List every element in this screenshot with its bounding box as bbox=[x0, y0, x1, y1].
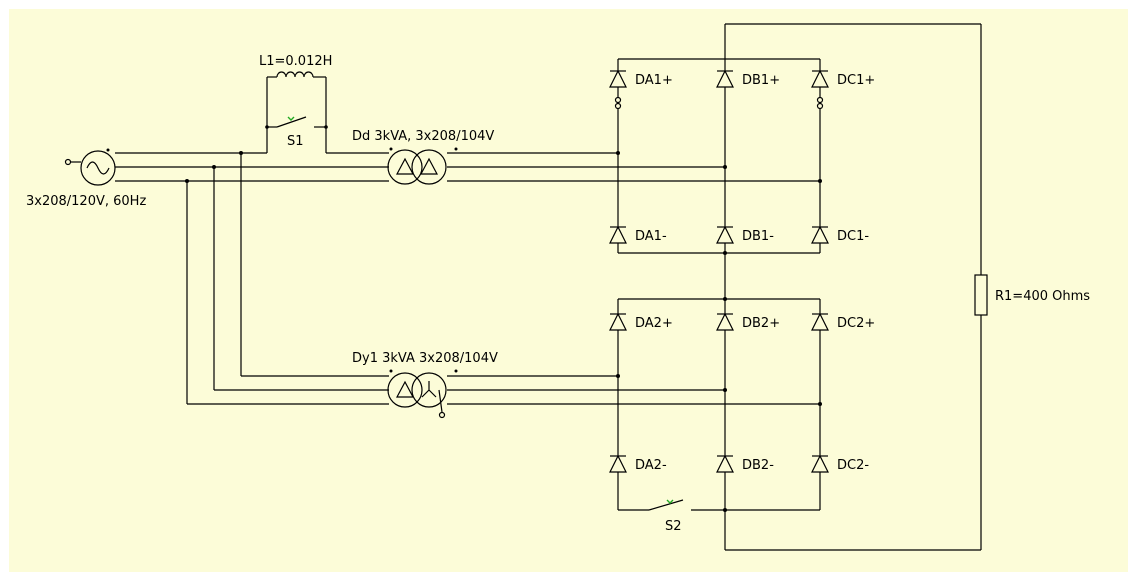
diode-dc2-minus[interactable]: DC2- bbox=[811, 454, 869, 473]
diode-icon bbox=[716, 312, 734, 331]
diode-icon bbox=[716, 454, 734, 473]
diode-label: DC1- bbox=[837, 229, 869, 244]
diode-icon bbox=[609, 312, 627, 331]
resistor-icon bbox=[974, 274, 988, 316]
diode-da1-minus[interactable]: DA1- bbox=[609, 225, 667, 244]
diode-icon bbox=[811, 69, 829, 88]
diode-label: DB2- bbox=[742, 458, 774, 473]
diode-icon bbox=[811, 312, 829, 331]
diode-db2-plus[interactable]: DB2+ bbox=[716, 312, 780, 331]
inductor-label: L1=0.012H bbox=[259, 54, 332, 69]
ac-source-icon bbox=[80, 150, 116, 186]
switch-s2[interactable] bbox=[618, 499, 725, 511]
diode-icon bbox=[609, 225, 627, 244]
transformer-dy1-label: Dy1 3kVA 3x208/104V bbox=[352, 351, 498, 366]
diode-icon bbox=[716, 225, 734, 244]
diode-db2-minus[interactable]: DB2- bbox=[716, 454, 774, 473]
diode-db1-plus[interactable]: DB1+ bbox=[716, 69, 780, 88]
secondary-lines bbox=[447, 151, 822, 406]
transformer-dd[interactable] bbox=[387, 147, 458, 185]
diode-icon bbox=[609, 69, 627, 88]
diode-label: DA1+ bbox=[635, 73, 673, 88]
diode-label: DA2- bbox=[635, 458, 667, 473]
switch-s1[interactable] bbox=[265, 116, 389, 154]
diode-label: DA2+ bbox=[635, 316, 673, 331]
source-label: 3x208/120V, 60Hz bbox=[26, 194, 146, 209]
diode-label: DB2+ bbox=[742, 316, 780, 331]
switch-icon bbox=[276, 116, 307, 128]
circuit-diagram: 3x208/120V, 60Hz L1=0.012H S1 bbox=[9, 9, 1128, 572]
diode-da2-minus[interactable]: DA2- bbox=[609, 454, 667, 473]
ac-source[interactable] bbox=[64, 148, 116, 186]
diodes-layer: DA1+ DB1+ DC1+ DA1- DB1- DC1- DA2+ DB2+ DC2+ DA2-… bbox=[609, 69, 875, 473]
inductor-icon bbox=[276, 71, 314, 78]
dc-output-loop bbox=[724, 23, 982, 551]
diode-icon bbox=[811, 454, 829, 473]
diode-label: DB1- bbox=[742, 229, 774, 244]
diode-icon bbox=[811, 225, 829, 244]
diode-icon bbox=[609, 454, 627, 473]
input-feed-lines bbox=[115, 77, 389, 182]
switch-icon bbox=[648, 499, 684, 511]
diode-label: DC2- bbox=[837, 458, 869, 473]
transformer-dd-label: Dd 3kVA, 3x208/104V bbox=[352, 129, 494, 144]
diode-db1-minus[interactable]: DB1- bbox=[716, 225, 774, 244]
diode-dc1-minus[interactable]: DC1- bbox=[811, 225, 869, 244]
switch-s2-label: S2 bbox=[665, 519, 682, 534]
rectifier-bridge-2 bbox=[617, 251, 821, 512]
diode-label: DA1- bbox=[635, 229, 667, 244]
diode-icon bbox=[716, 69, 734, 88]
diode-label: DC1+ bbox=[837, 73, 875, 88]
transformer-delta-delta-icon bbox=[387, 149, 447, 185]
lower-feed-taps bbox=[185, 151, 389, 405]
diode-da2-plus[interactable]: DA2+ bbox=[609, 312, 673, 331]
transformer-dy1[interactable] bbox=[387, 369, 458, 419]
diode-label: DB1+ bbox=[742, 73, 780, 88]
resistor-r1[interactable] bbox=[974, 274, 988, 316]
switch-s1-label: S1 bbox=[287, 134, 304, 149]
transformer-delta-wye-icon bbox=[387, 372, 447, 419]
diode-label: DC2+ bbox=[837, 316, 875, 331]
schematic-canvas: 3x208/120V, 60Hz L1=0.012H S1 bbox=[9, 9, 1128, 572]
diagram-background bbox=[9, 9, 1128, 572]
diode-da1-plus[interactable]: DA1+ bbox=[609, 69, 673, 88]
diode-dc1-plus[interactable]: DC1+ bbox=[811, 69, 875, 88]
diode-dc2-plus[interactable]: DC2+ bbox=[811, 312, 875, 331]
resistor-label: R1=400 Ohms bbox=[995, 289, 1090, 304]
inductor-l1[interactable] bbox=[267, 71, 327, 127]
